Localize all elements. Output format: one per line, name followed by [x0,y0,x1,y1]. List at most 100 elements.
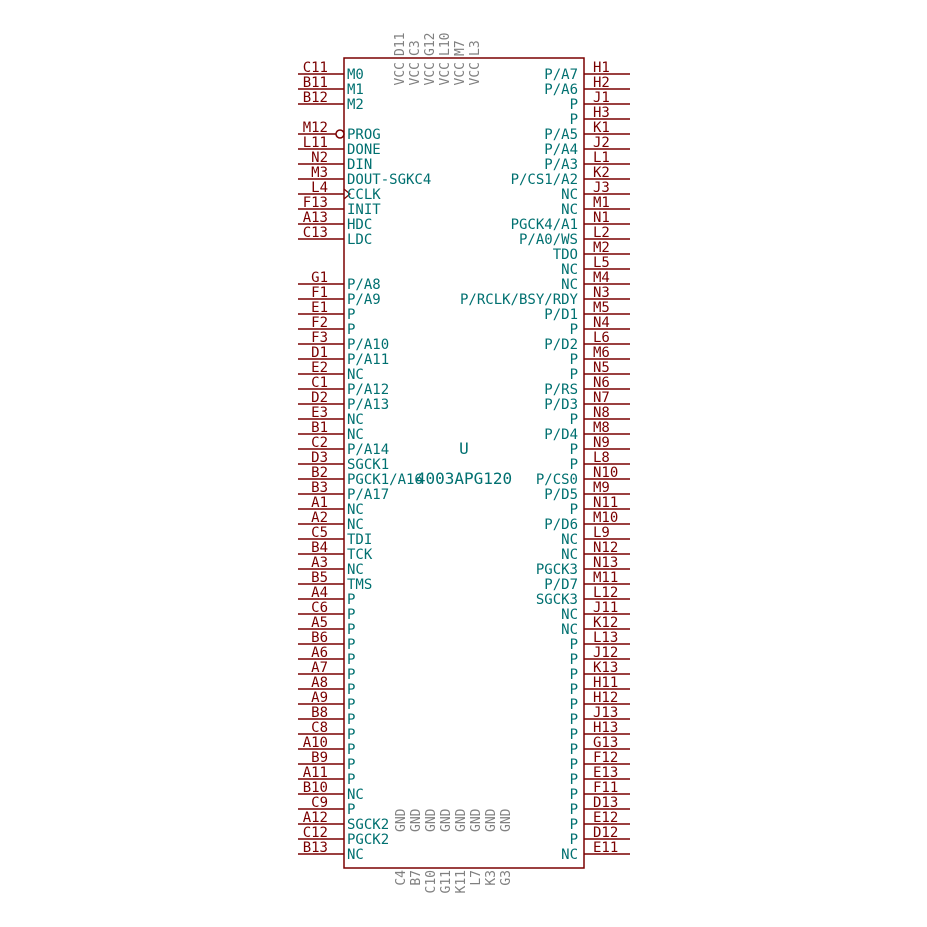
pin-number: N11 [593,495,618,511]
pin-name: P [347,637,355,653]
pin-number: A2 [311,510,328,526]
pin-number: A9 [311,690,328,706]
pin-name: P/RS [544,382,578,398]
pin-name: P [347,652,355,668]
left-pin: E2 NC [298,360,364,383]
pin-name: P [570,112,578,128]
pin-name: GND [469,808,484,832]
pin-name: P [570,322,578,338]
pin-number: N4 [593,315,610,331]
pin-number: H1 [593,60,610,76]
pin-number: N6 [593,375,610,391]
right-pin: N5P [570,360,630,383]
pin-name: P [570,757,578,773]
pin-number: K13 [593,660,618,676]
pin-name: P/D3 [544,397,578,413]
pin-name: VCC [438,62,453,85]
right-pin: N8P [570,405,630,428]
pin-name: SGCK3 [536,592,578,608]
right-pin: M9P/D5 [544,480,630,503]
pin-name: NC [347,847,364,863]
pin-name: P/D4 [544,427,578,443]
pin-name: NC [347,787,364,803]
pin-number: E2 [311,360,328,376]
pin-name: P/A4 [544,142,578,158]
pin-name: DIN [347,157,372,173]
right-pin: L2P/A0/WS [519,225,630,248]
pin-name: NC [347,367,364,383]
pin-number: B6 [311,630,328,646]
pin-number: D2 [311,390,328,406]
pin-number: K2 [593,165,610,181]
right-pin: N4 P [570,315,630,338]
pin-number: J3 [593,180,610,196]
pin-number: M1 [593,195,610,211]
pin-number: N3 [593,285,610,301]
pin-number: C9 [311,795,328,811]
pin-number: B10 [303,780,328,796]
pin-name: P [347,712,355,728]
pin-name: P [347,802,355,818]
pin-name: P/D6 [544,517,578,533]
pin-name: TMS [347,577,372,593]
pin-number: B7 [409,870,424,886]
pin-number: H12 [593,690,618,706]
pin-number: F13 [303,195,328,211]
pin-number: C11 [303,60,328,76]
pin-number: N13 [593,555,618,571]
pin-number: B4 [311,540,328,556]
pin-number: N10 [593,465,618,481]
left-pin: C11 M0 [298,60,364,83]
pin-number: C2 [311,435,328,451]
pin-number: A1 [311,495,328,511]
right-pin: N3P/RCLK/BSY/RDY [460,285,630,308]
pin-number: L4 [311,180,328,196]
pin-number: A7 [311,660,328,676]
pin-number: M8 [593,420,610,436]
pin-number: E12 [593,810,618,826]
pin-name: P/A0/WS [519,232,578,248]
pin-name: M0 [347,67,364,83]
pin-number: F11 [593,780,618,796]
pin-number: M6 [593,345,610,361]
pin-name: NC [561,607,578,623]
pin-number: L9 [593,525,610,541]
pin-name: DONE [347,142,381,158]
pin-number: H2 [593,75,610,91]
pin-name: VCC [408,62,423,85]
pin-name: NC [561,262,578,278]
right-pin: H1P/A7 [544,60,630,83]
pin-name: GND [439,808,454,832]
pin-name: P [570,352,578,368]
pin-number: E11 [593,840,618,856]
pin-number: B9 [311,750,328,766]
right-pin: M6 P [570,345,630,368]
